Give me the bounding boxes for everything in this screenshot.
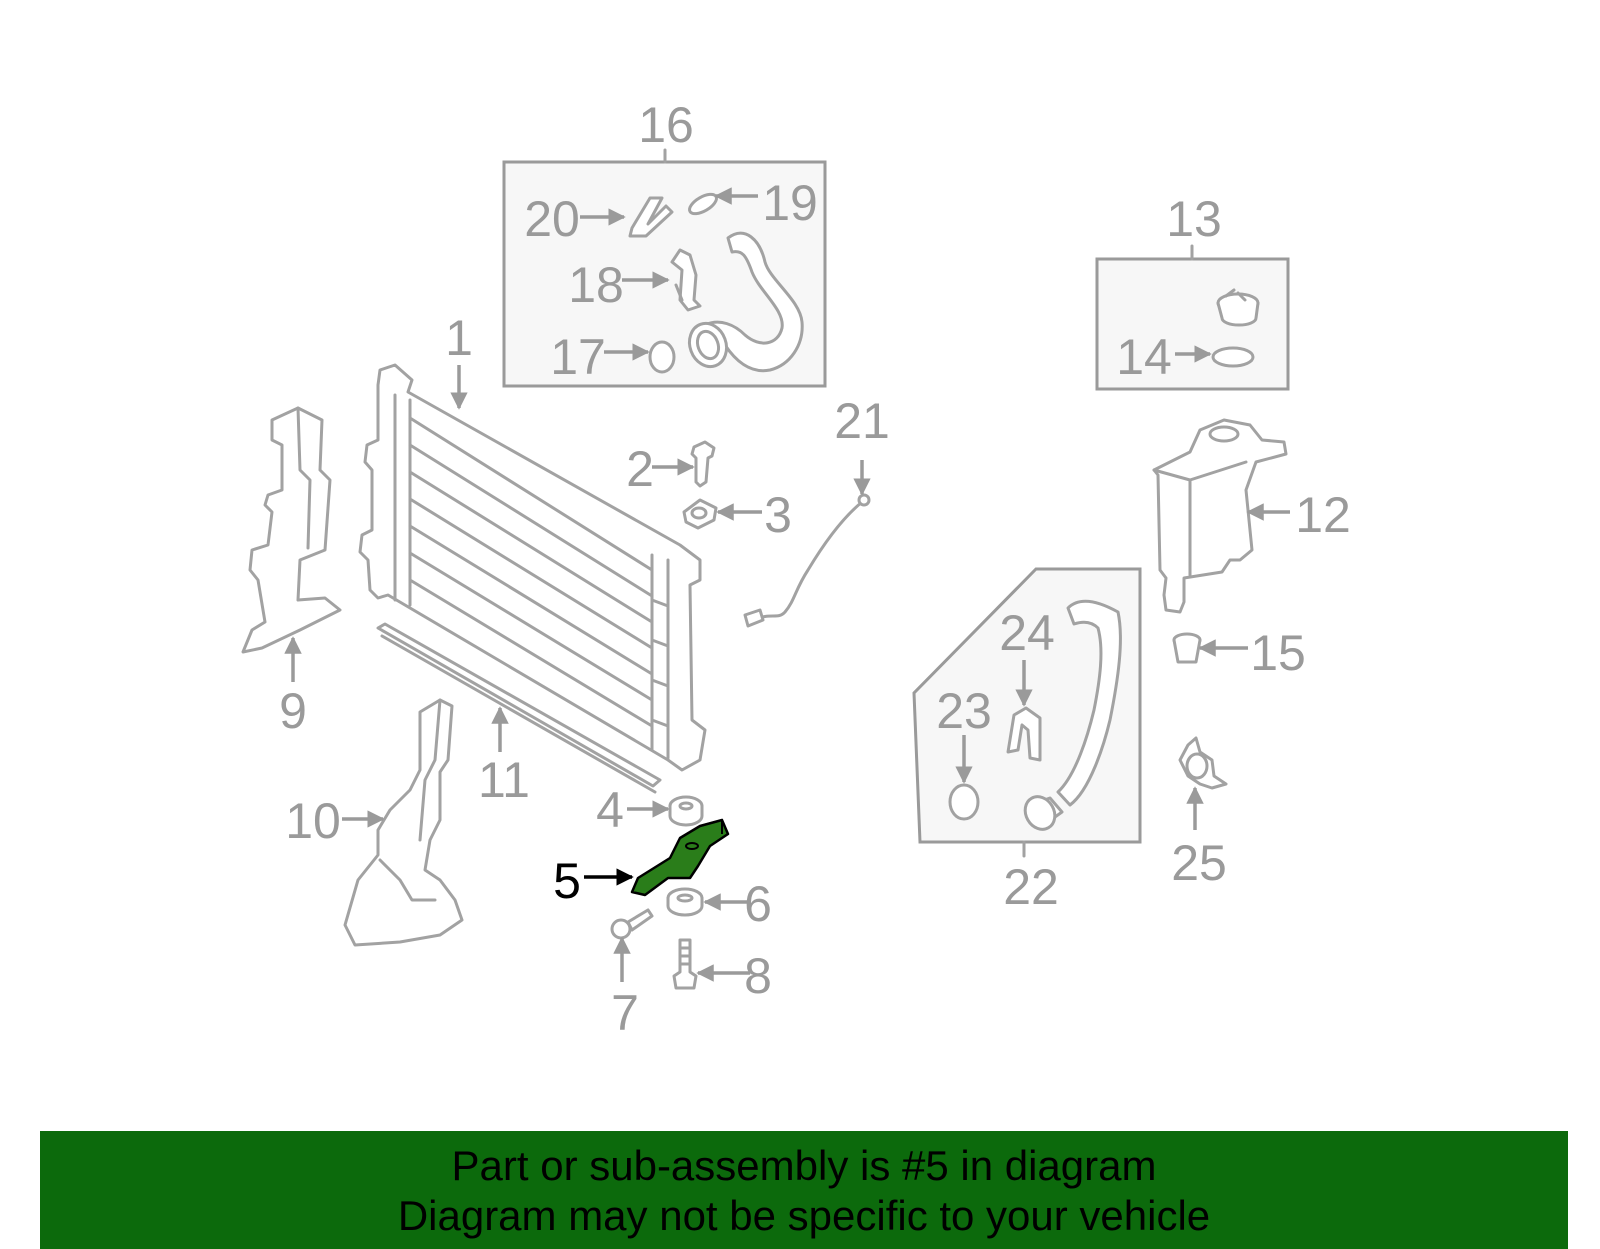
o-ring-part-23[interactable] — [948, 783, 980, 821]
label-19: 19 — [762, 175, 818, 231]
clip-part-18[interactable] — [670, 248, 702, 312]
label-6: 6 — [744, 876, 772, 932]
radiator-part-1[interactable] — [358, 363, 707, 772]
info-banner: Part or sub-assembly is #5 in diagram Di… — [40, 1131, 1568, 1249]
clip-part-24[interactable] — [1006, 706, 1042, 762]
bolt-part-2[interactable] — [690, 440, 716, 488]
label-4: 4 — [596, 782, 624, 838]
label-24: 24 — [999, 605, 1055, 661]
label-5: 5 — [553, 853, 581, 909]
clamp-part-20[interactable] — [628, 196, 674, 238]
grommet-part-3[interactable] — [682, 498, 718, 530]
hose-part-22[interactable] — [1019, 599, 1122, 834]
label-17: 17 — [550, 329, 606, 385]
label-3: 3 — [764, 487, 792, 543]
label-20: 20 — [524, 191, 580, 247]
air-deflector-part-10[interactable] — [343, 698, 464, 947]
clip-part-7[interactable] — [610, 908, 654, 940]
label-10: 10 — [285, 793, 341, 849]
cap-part-13[interactable] — [1216, 288, 1260, 327]
kit-13-box — [1095, 257, 1290, 391]
o-ring-part-17[interactable] — [648, 340, 676, 374]
bracket-part-5-highlighted[interactable] — [630, 818, 730, 897]
expansion-tank-part-12[interactable] — [1152, 418, 1288, 614]
o-ring-part-14[interactable] — [1211, 346, 1255, 368]
label-8: 8 — [744, 948, 772, 1004]
bolt-part-8[interactable] — [672, 938, 698, 990]
label-7: 7 — [611, 985, 639, 1041]
label-12: 12 — [1295, 487, 1351, 543]
label-23: 23 — [936, 683, 992, 739]
label-16: 16 — [638, 97, 694, 153]
label-21: 21 — [834, 393, 890, 449]
air-deflector-part-9[interactable] — [241, 406, 342, 654]
label-14: 14 — [1116, 329, 1172, 385]
seal-strip-part-11[interactable] — [376, 622, 662, 794]
bushing-part-4[interactable] — [668, 795, 704, 827]
label-11: 11 — [478, 752, 530, 808]
label-2: 2 — [626, 441, 654, 497]
label-1: 1 — [445, 310, 473, 366]
label-13: 13 — [1166, 191, 1222, 247]
label-18: 18 — [568, 257, 624, 313]
label-25: 25 — [1171, 835, 1227, 891]
cap-part-15[interactable] — [1172, 632, 1202, 664]
label-9: 9 — [279, 683, 307, 739]
clamp-part-25[interactable] — [1178, 736, 1228, 790]
hose-part-16[interactable] — [684, 231, 804, 373]
label-22: 22 — [1003, 859, 1059, 915]
label-15: 15 — [1250, 625, 1306, 681]
banner-line-1: Part or sub-assembly is #5 in diagram — [451, 1142, 1157, 1189]
leader-arrows — [284, 148, 1290, 982]
banner-line-2: Diagram may not be specific to your vehi… — [397, 1192, 1211, 1239]
bushing-part-6[interactable] — [666, 887, 704, 917]
